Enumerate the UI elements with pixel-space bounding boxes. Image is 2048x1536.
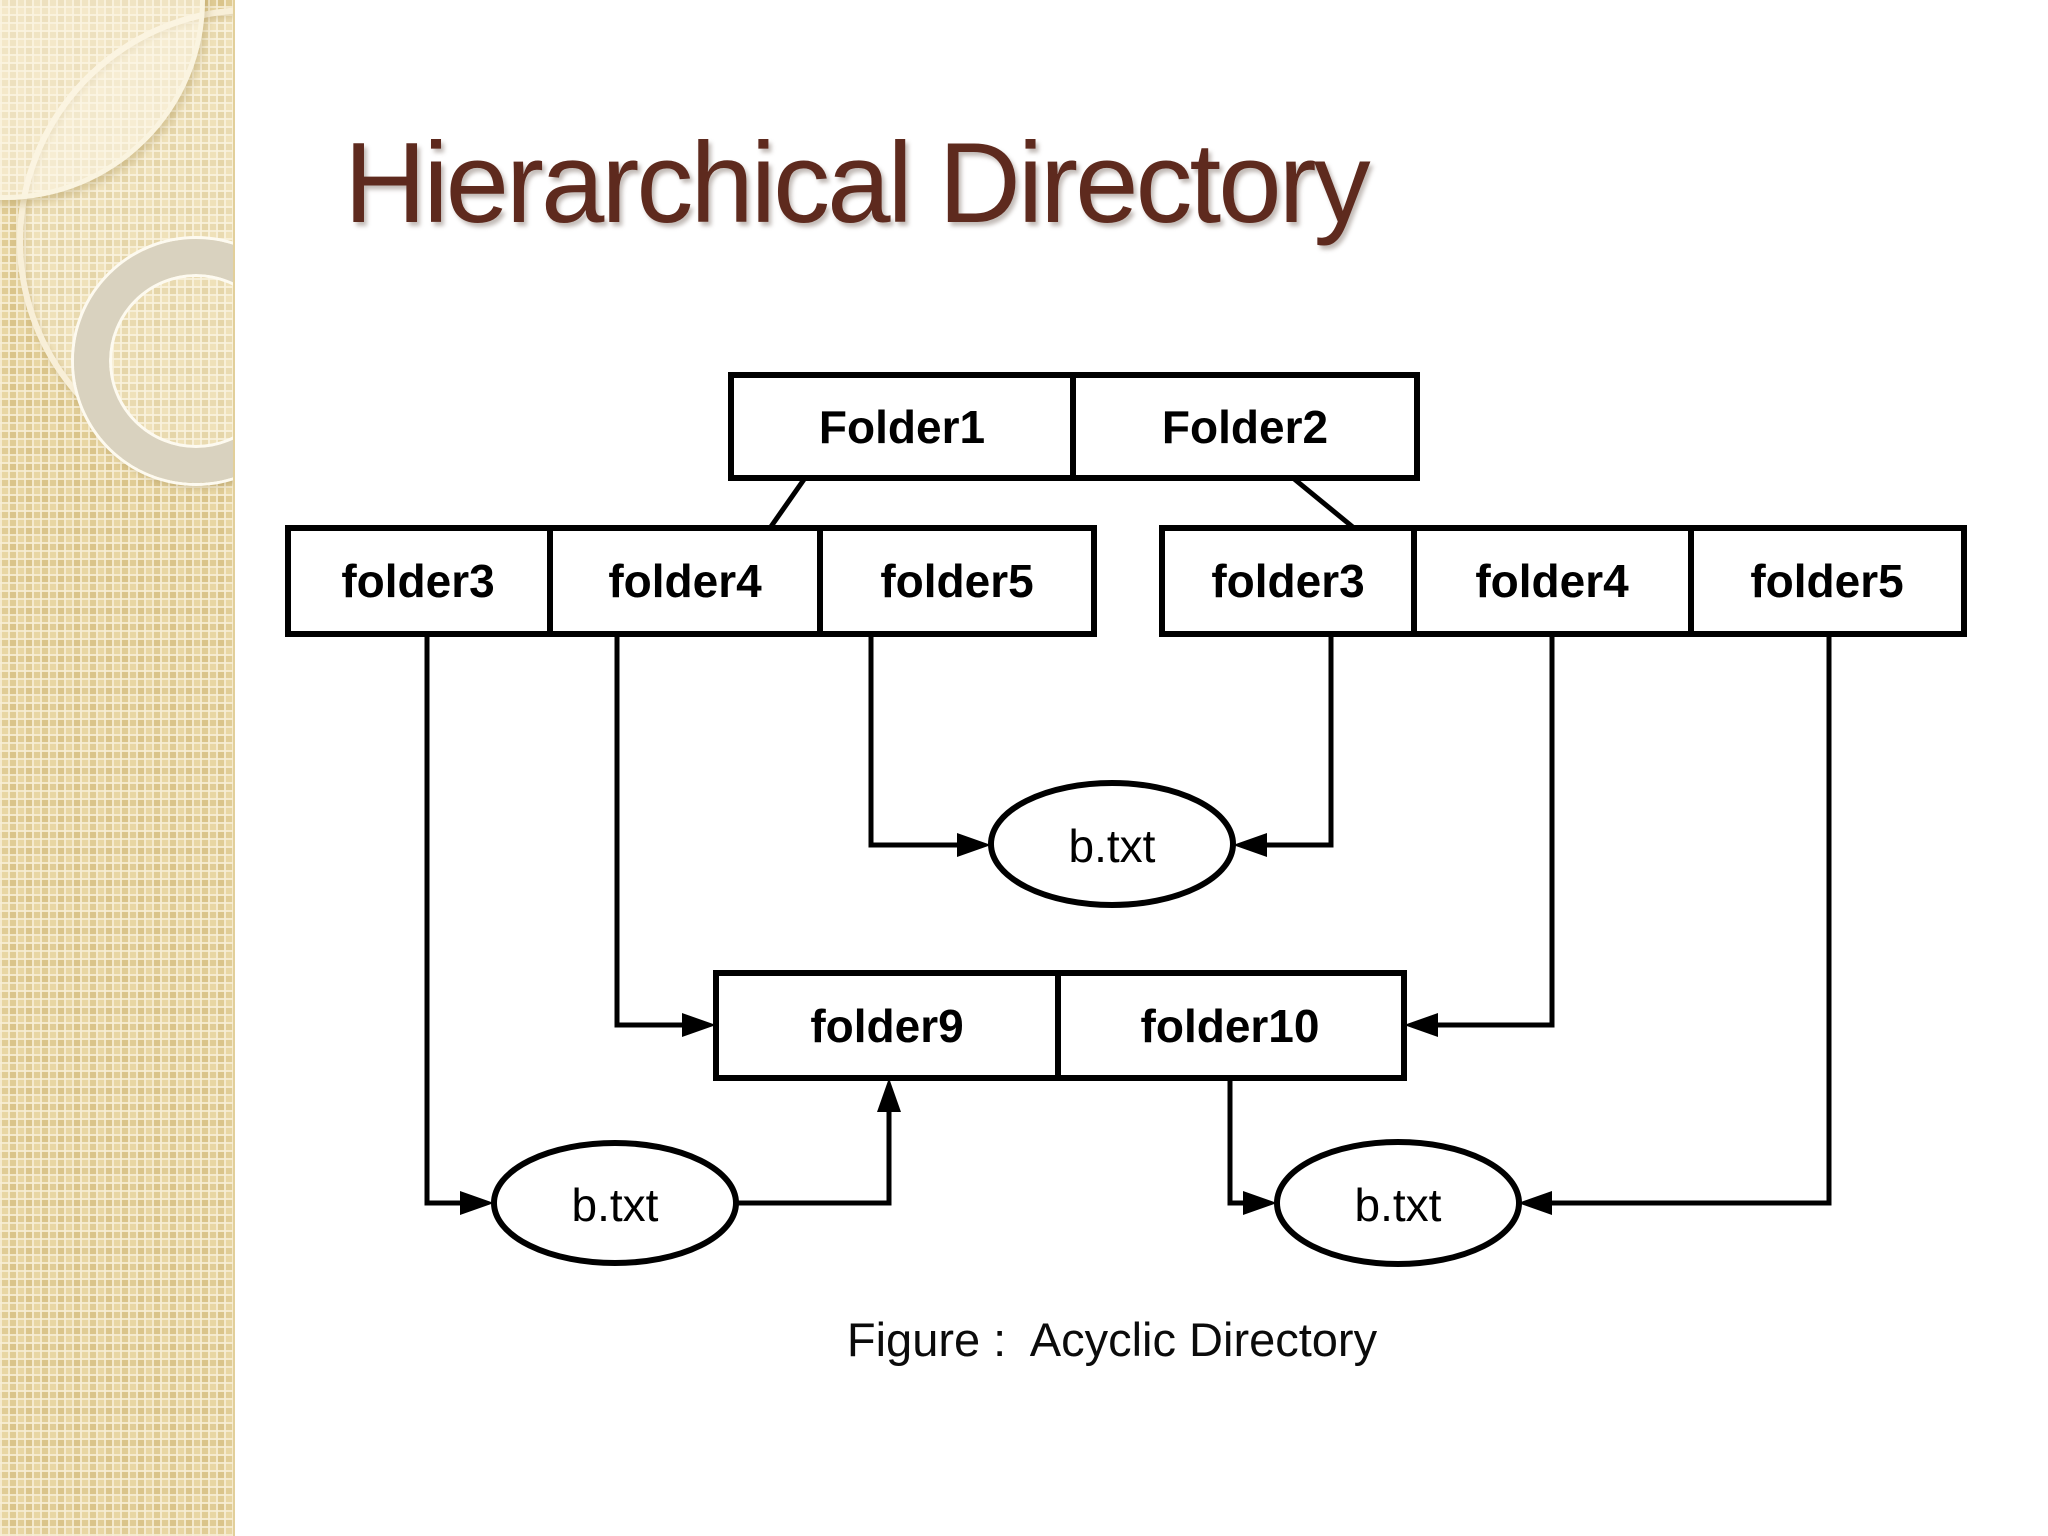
edge-folder10-to-btxt xyxy=(1227,1078,1245,1206)
sidebar-decoration xyxy=(0,0,235,1536)
label-left-folder3: folder3 xyxy=(341,555,495,607)
label-left-folder5: folder5 xyxy=(880,555,1034,607)
edge-btxt-to-folder9 xyxy=(736,1110,892,1206)
slide-title: Hierarchical Directory xyxy=(344,120,1371,247)
label-folder10: folder10 xyxy=(1140,1000,1320,1052)
edge-rfolder3-to-btxt xyxy=(1265,634,1334,848)
label-btxt-middle: b.txt xyxy=(1068,820,1156,872)
edge-rfolder5-to-btxt xyxy=(1550,634,1832,1206)
label-folder9: folder9 xyxy=(810,1000,964,1052)
arrowhead-into-folder9-bottom xyxy=(877,1078,901,1112)
file-ellipse-middle xyxy=(988,780,1236,908)
edge-folder2-to-right-group xyxy=(1291,476,1356,530)
label-left-folder4: folder4 xyxy=(608,555,762,607)
label-folder2: Folder2 xyxy=(1161,401,1329,453)
arrowhead-into-btxt-right xyxy=(1518,1191,1552,1215)
label-btxt-bottom-left: b.txt xyxy=(571,1179,659,1231)
arrowhead-into-folder9-left xyxy=(682,1013,716,1037)
arrowhead-into-btxt-middle-right xyxy=(1233,833,1267,857)
edge-rfolder4-to-folder10 xyxy=(1436,634,1555,1028)
edge-lfolder4-to-folder9 xyxy=(614,634,684,1028)
edge-folder1-to-left-group xyxy=(767,476,808,530)
arrowhead-into-btxt-middle-left xyxy=(957,833,991,857)
label-right-folder5: folder5 xyxy=(1750,555,1904,607)
left-children-box xyxy=(285,525,1097,637)
arrowhead-into-btxt-left xyxy=(460,1191,494,1215)
label-folder1: Folder1 xyxy=(818,401,986,453)
arrowhead-into-folder10-right xyxy=(1404,1013,1438,1037)
label-right-folder4: folder4 xyxy=(1475,555,1629,607)
right-children-box xyxy=(1159,525,1967,637)
arrowhead-into-btxt-right-from-folder10 xyxy=(1243,1191,1277,1215)
edge-lfolder5-to-btxt xyxy=(868,634,959,848)
edge-lfolder3-to-btxt xyxy=(424,634,462,1206)
label-right-folder3: folder3 xyxy=(1211,555,1365,607)
figure-caption: Figure : Acyclic Directory xyxy=(846,1313,1378,1366)
label-btxt-bottom-right: b.txt xyxy=(1354,1179,1442,1231)
